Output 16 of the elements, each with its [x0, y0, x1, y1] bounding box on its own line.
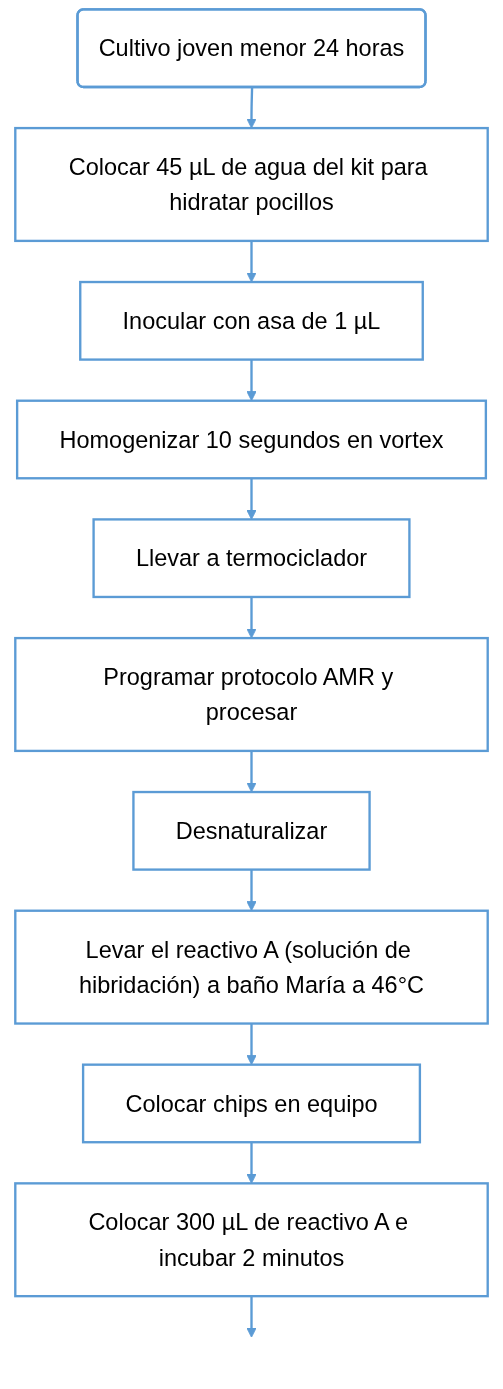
- node-box: Colocar 300 µL de reactivo A e incubar 2 minutos: [14, 1182, 489, 1298]
- node-box: Levar el reactivo A (solución de hibridación) a baño María a 46°C: [14, 909, 489, 1025]
- node-box: Programar protocolo AMR y procesar: [14, 636, 489, 753]
- node-box: Llevar a termociclador: [92, 518, 411, 599]
- node-box: Homogenizar 10 segundos en vortex: [15, 399, 488, 480]
- arrow: [246, 1142, 257, 1184]
- node-box: Inocular con asa de 1 µL: [79, 280, 424, 361]
- arrow: [246, 87, 257, 129]
- node-box: Colocar 45 µL de agua del kit para hidratar pocillos: [14, 126, 489, 243]
- arrow: [246, 596, 257, 639]
- arrow: [246, 750, 257, 793]
- node-box: Desnaturalizar: [132, 790, 371, 871]
- node-box: Colocar chips en equipo: [81, 1063, 422, 1144]
- arrow: [246, 240, 257, 283]
- arrow: [246, 1296, 257, 1338]
- arrow: [246, 478, 257, 520]
